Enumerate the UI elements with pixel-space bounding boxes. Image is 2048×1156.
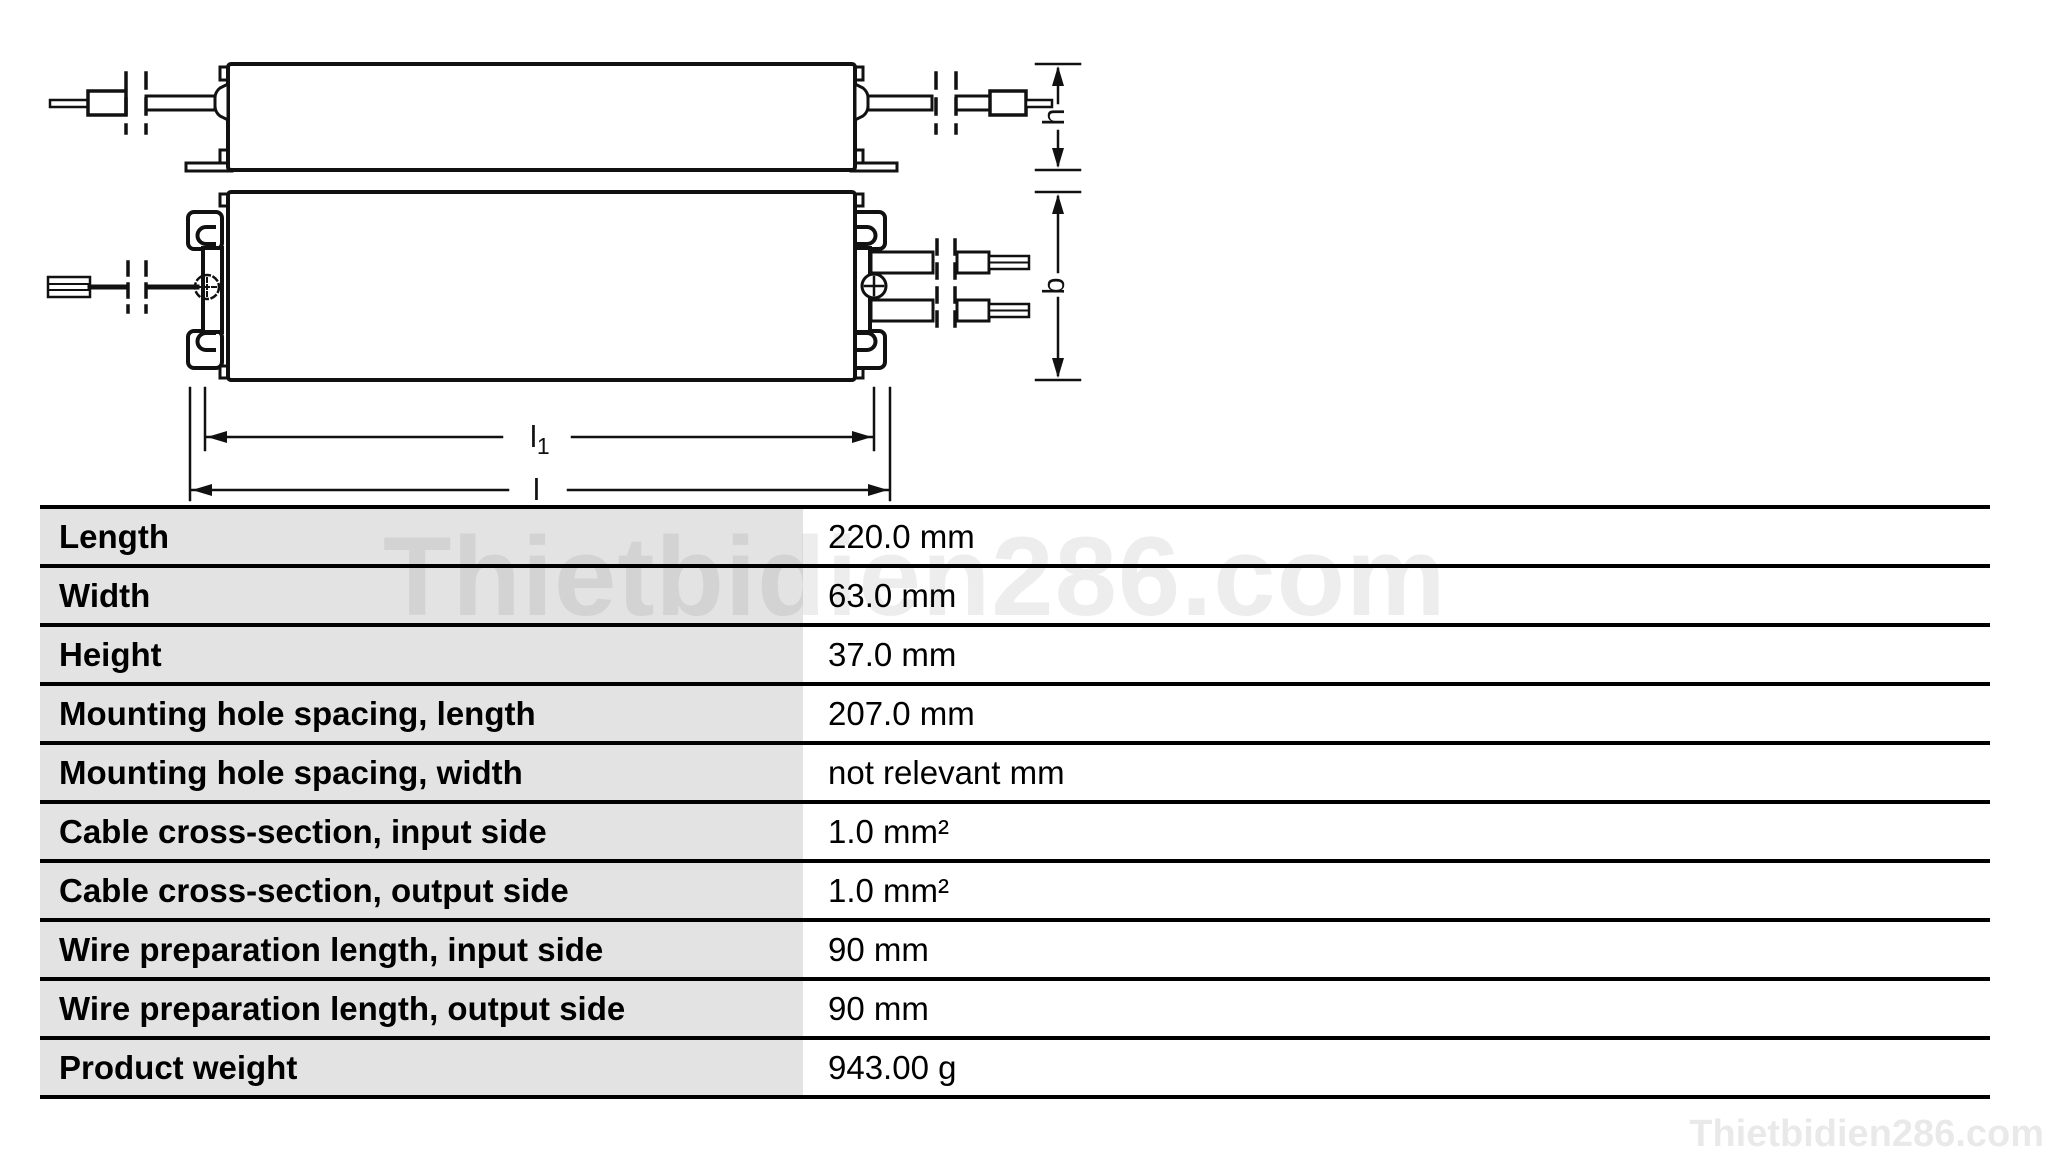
wire-strand-end <box>46 275 92 299</box>
input-wire-ferrule <box>86 89 128 117</box>
spec-table: Length 220.0 mm Width 63.0 mm Height 37.… <box>40 505 1990 1099</box>
top-housing-body <box>226 190 857 382</box>
spec-value: 1.0 mm² <box>803 804 1990 859</box>
spec-value: 90 mm <box>803 981 1990 1036</box>
table-row: Wire preparation length, output side 90 … <box>40 981 1990 1040</box>
watermark-corner: Thietbidien286.com <box>1689 1113 2044 1155</box>
input-wire-tip <box>48 98 90 109</box>
dimension-l: l <box>188 386 892 507</box>
mounting-slot <box>857 225 878 246</box>
spec-value: 63.0 mm <box>803 568 1990 623</box>
spec-label: Length <box>40 509 803 564</box>
spec-value: 1.0 mm² <box>803 863 1990 918</box>
dim-label-l1: l1 <box>530 419 550 459</box>
spec-label: Mounting hole spacing, length <box>40 686 803 741</box>
spec-label: Height <box>40 627 803 682</box>
dim-label-b: b <box>1036 277 1071 294</box>
cable-gland-left <box>213 81 230 123</box>
table-row: Mounting hole spacing, width not relevan… <box>40 745 1990 804</box>
table-row: Mounting hole spacing, length 207.0 mm <box>40 686 1990 745</box>
input-cable-top <box>46 260 200 314</box>
spec-label: Wire preparation length, output side <box>40 981 803 1036</box>
spec-label: Cable cross-section, output side <box>40 863 803 918</box>
dimension-drawing: h <box>46 62 1082 507</box>
table-row: Length 220.0 mm <box>40 509 1990 568</box>
dim-label-h: h <box>1036 108 1071 125</box>
terminal-screw-icon <box>860 272 888 300</box>
output-wires-top <box>869 238 1031 336</box>
top-view-drawing <box>46 190 1031 382</box>
dimension-h: h <box>1034 62 1082 172</box>
spec-label: Cable cross-section, input side <box>40 804 803 859</box>
table-row: Width 63.0 mm <box>40 568 1990 627</box>
spec-label: Product weight <box>40 1040 803 1095</box>
output-wire-tip <box>1024 98 1054 109</box>
spec-value: 90 mm <box>803 922 1990 977</box>
mounting-bracket-left <box>186 210 224 370</box>
side-housing-body <box>226 62 857 172</box>
table-row: Height 37.0 mm <box>40 627 1990 686</box>
input-cable <box>144 94 217 112</box>
mounting-slot <box>857 331 878 352</box>
spec-value: 943.00 g <box>803 1040 1990 1095</box>
spec-label: Width <box>40 568 803 623</box>
dimension-b: b <box>1034 190 1082 382</box>
mounting-slot <box>195 331 216 352</box>
mounting-slot <box>195 225 216 246</box>
dim-label-l: l <box>533 472 540 507</box>
dimension-l1: l1 <box>203 386 876 459</box>
spec-value: 207.0 mm <box>803 686 1990 741</box>
side-view-drawing <box>48 62 1054 173</box>
spec-label: Mounting hole spacing, width <box>40 745 803 800</box>
output-wire-ferrule <box>988 89 1028 117</box>
table-row: Cable cross-section, input side 1.0 mm² <box>40 804 1990 863</box>
cable-gland-right <box>853 81 870 123</box>
table-row: Wire preparation length, input side 90 m… <box>40 922 1990 981</box>
spec-value: 220.0 mm <box>803 509 1990 564</box>
spec-value: 37.0 mm <box>803 627 1990 682</box>
table-row: Product weight 943.00 g <box>40 1040 1990 1099</box>
spec-value: not relevant mm <box>803 745 1990 800</box>
spec-label: Wire preparation length, input side <box>40 922 803 977</box>
output-cable <box>866 94 934 112</box>
table-row: Cable cross-section, output side 1.0 mm² <box>40 863 1990 922</box>
